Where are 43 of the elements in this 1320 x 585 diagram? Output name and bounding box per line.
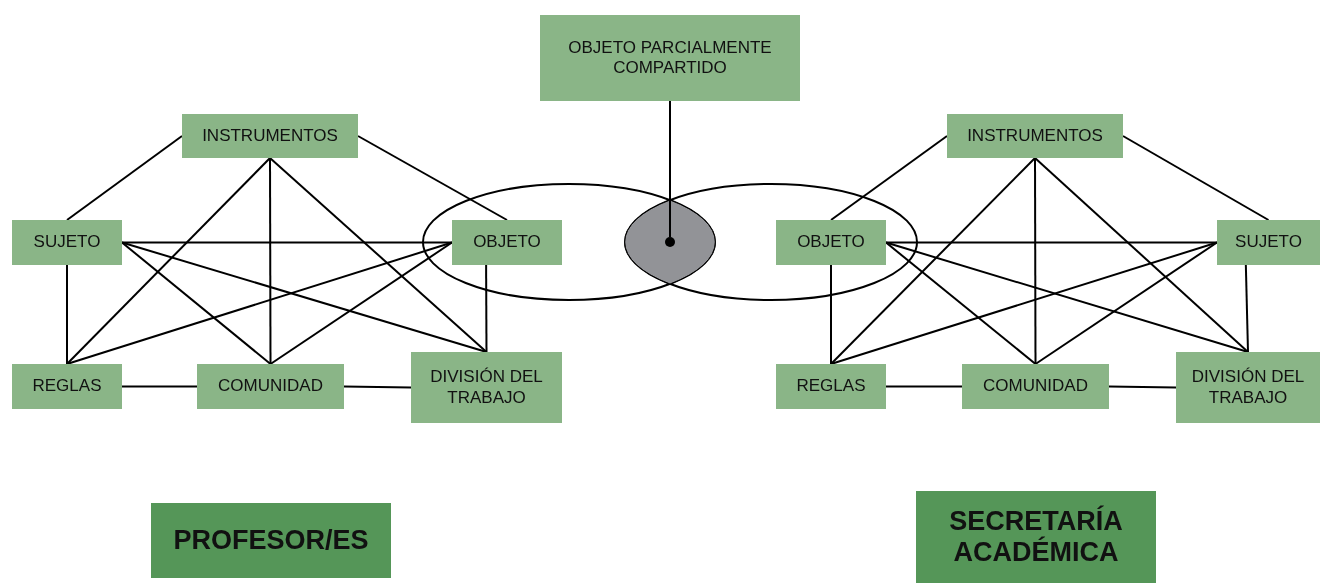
node-label: REGLAS bbox=[32, 376, 102, 397]
connector-line bbox=[830, 157, 1036, 365]
connector-line bbox=[343, 385, 412, 389]
node-label: INSTRUMENTOS bbox=[202, 125, 338, 147]
connector-line bbox=[1034, 241, 1218, 365]
connector-line bbox=[269, 157, 488, 353]
node-label: COMUNIDAD bbox=[983, 376, 1088, 397]
connector-line bbox=[885, 241, 1249, 353]
node-label: REGLAS bbox=[796, 376, 866, 397]
connector-line bbox=[1034, 157, 1037, 365]
connector-line bbox=[885, 385, 963, 388]
connector-line bbox=[66, 157, 271, 365]
connector-line bbox=[830, 264, 832, 365]
connector-line bbox=[121, 385, 198, 388]
connector-line bbox=[1034, 157, 1249, 353]
connector-line bbox=[830, 241, 1218, 365]
connector-line bbox=[669, 100, 671, 238]
connector-line bbox=[1108, 385, 1177, 389]
node-label: SUJETO bbox=[33, 232, 101, 253]
node-label: PROFESOR/ES bbox=[173, 524, 369, 556]
node-label: OBJETO bbox=[797, 232, 865, 253]
dot-marker bbox=[665, 237, 675, 247]
connector-line bbox=[121, 241, 488, 353]
connector-line bbox=[269, 157, 272, 365]
node-label: DIVISIÓN DEL TRABAJO bbox=[429, 367, 544, 408]
node-label: INSTRUMENTOS bbox=[967, 125, 1103, 147]
connector-line bbox=[485, 264, 488, 353]
connector-line bbox=[66, 241, 453, 365]
connector-line bbox=[269, 241, 453, 365]
connector-line bbox=[885, 241, 1037, 365]
node-label: DIVISIÓN DEL TRABAJO bbox=[1190, 367, 1306, 408]
connector-line bbox=[1122, 135, 1270, 221]
connector-line bbox=[121, 241, 272, 365]
connector-line bbox=[66, 264, 68, 365]
node-label: SECRETARÍA ACADÉMICA bbox=[948, 505, 1124, 569]
connector-line bbox=[357, 135, 508, 221]
node-label: OBJETO bbox=[473, 232, 541, 253]
connector-line bbox=[830, 135, 948, 221]
node-label: COMUNIDAD bbox=[218, 376, 323, 397]
connector-line bbox=[66, 135, 183, 221]
node-label: SUJETO bbox=[1235, 232, 1302, 253]
connector-line bbox=[1244, 264, 1249, 353]
node-label: OBJETO PARCIALMENTE COMPARTIDO bbox=[567, 37, 773, 79]
